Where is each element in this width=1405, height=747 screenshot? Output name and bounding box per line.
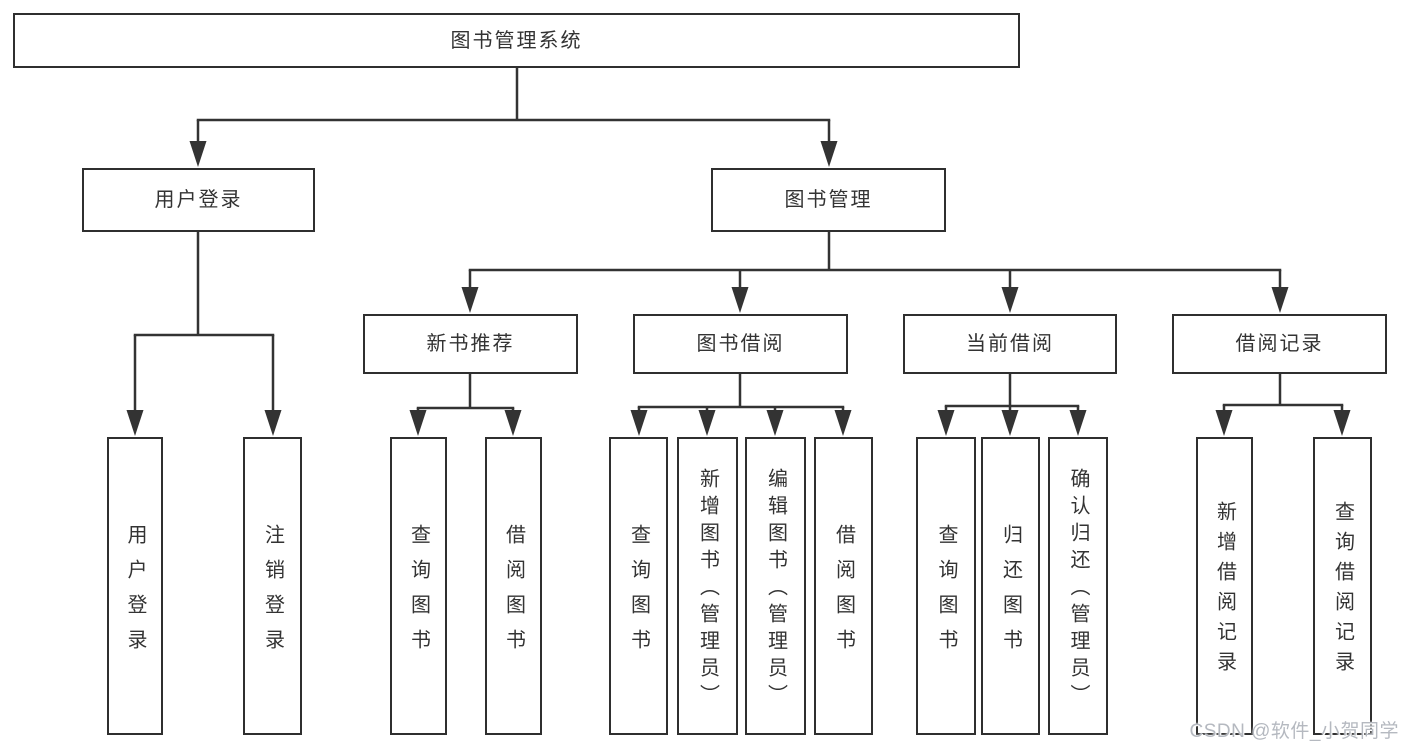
node-label: 借阅记录 [1235,333,1324,355]
leaf-user-login: 用户登录 [107,437,163,735]
leaf-query-books-borrow: 查询图书 [609,437,668,735]
node-label: 当前借阅 [966,333,1054,355]
node-label: 用户登录 [154,189,243,211]
node-label: 用户登录 [124,523,146,664]
node-borrowing-records: 借阅记录 [1172,314,1387,374]
node-label: 归还图书 [999,523,1022,664]
node-label: 确认归还（管理员） [1067,468,1089,711]
leaf-add-borrow-record: 新增借阅记录 [1196,437,1253,735]
node-label: 查询借阅记录 [1331,501,1354,681]
node-new-book-recommendation: 新书推荐 [363,314,578,374]
node-label: 借阅图书 [832,523,855,664]
arrowheads [126,141,1351,436]
node-label: 查询图书 [407,523,430,664]
node-label: 新增借阅记录 [1213,501,1236,681]
node-current-borrowing: 当前借阅 [903,314,1117,374]
node-label: 图书管理系统 [450,29,583,52]
node-user-login: 用户登录 [82,168,315,232]
node-label: 新书推荐 [426,333,515,355]
leaf-borrow-books: 借阅图书 [814,437,873,735]
node-book-borrowing: 图书借阅 [633,314,848,374]
leaf-logout: 注销登录 [243,437,302,735]
leaf-query-books-current: 查询图书 [916,437,976,735]
node-label: 查询图书 [627,523,650,664]
leaf-confirm-return-admin: 确认归还（管理员） [1048,437,1108,735]
node-label: 借阅图书 [502,523,525,664]
leaf-edit-books-admin: 编辑图书（管理员） [745,437,806,735]
leaf-return-books: 归还图书 [981,437,1040,735]
node-book-management: 图书管理 [711,168,946,232]
node-label: 图书借阅 [696,333,785,355]
csdn-watermark: CSDN @软件_小贺同学 [1189,721,1399,742]
leaf-query-books-recommend: 查询图书 [390,437,447,735]
leaf-borrow-books-recommend: 借阅图书 [485,437,542,735]
node-label: 编辑图书（管理员） [764,468,787,711]
node-label: 图书管理 [784,189,873,211]
node-label: 查询图书 [935,523,957,664]
node-label: 新增图书（管理员） [696,468,719,711]
node-library-management-system: 图书管理系统 [13,13,1020,68]
node-label: 注销登录 [261,523,284,664]
leaf-add-books-admin: 新增图书（管理员） [677,437,738,735]
leaf-query-borrow-record: 查询借阅记录 [1313,437,1372,735]
